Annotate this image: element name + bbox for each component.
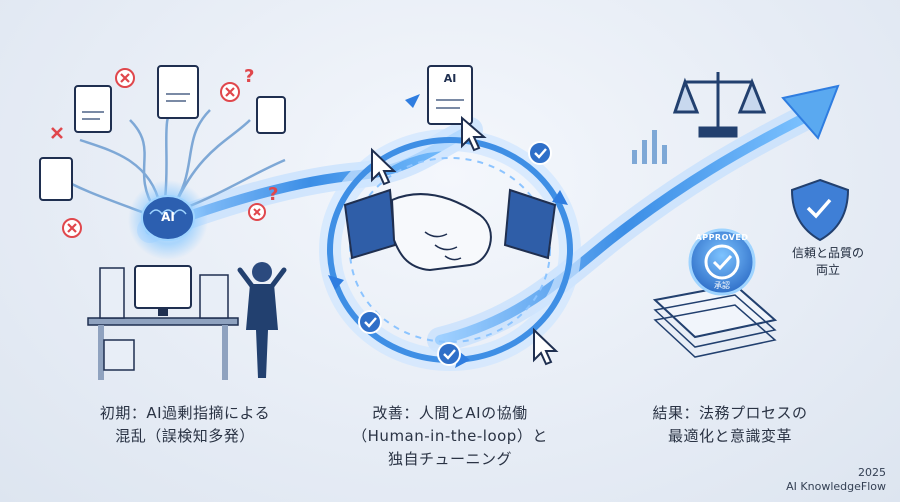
error-x-icon xyxy=(115,68,135,88)
shield-check-icon xyxy=(790,178,850,242)
doc-ai-label: AI xyxy=(443,72,457,85)
caption-stage-1: 初期：AI過剰指摘による 混乱（誤検知多発） xyxy=(70,402,300,448)
error-x-icon xyxy=(248,203,266,221)
brain-icon xyxy=(128,180,208,260)
document-icon xyxy=(157,65,199,119)
caption-line: （Human-in-the-loop）と xyxy=(352,427,548,445)
error-x-icon xyxy=(220,82,240,102)
approved-label: APPROVED xyxy=(695,233,749,242)
caption-line: 独自チューニング xyxy=(387,450,512,468)
check-icon xyxy=(437,342,461,366)
cursor-icon xyxy=(533,327,559,366)
caption-line: 混乱（誤検知多発） xyxy=(115,427,255,445)
question-icon: ? xyxy=(244,66,254,87)
caption-line: 結果：法務プロセスの xyxy=(652,404,808,422)
caption-line: 初期：AI過剰指摘による xyxy=(99,404,271,422)
desk xyxy=(87,267,239,380)
trust-line: 信頼と品質の xyxy=(791,246,864,260)
check-icon xyxy=(528,141,552,165)
svg-text:?: ? xyxy=(268,184,278,205)
svg-text:?: ? xyxy=(244,66,254,87)
caption-line: 改善：人間とAIの協働 xyxy=(372,404,528,422)
footer-brand: AI KnowledgeFlow xyxy=(786,480,886,493)
person-icon xyxy=(237,262,287,378)
question-icon: ? xyxy=(268,184,278,205)
approved-sub-label: 承認 xyxy=(714,281,730,290)
scale-icon xyxy=(672,72,767,138)
brain-label: AI xyxy=(161,210,175,224)
document-stack-icon xyxy=(652,283,778,358)
caption-line: 最適化と意識変革 xyxy=(667,427,792,445)
cursor-icon xyxy=(371,147,397,186)
computer-icon xyxy=(134,265,192,316)
handshake-icon xyxy=(343,188,557,272)
document-icon xyxy=(427,65,473,125)
trust-quality-label: 信頼と品質の 両立 xyxy=(778,245,878,279)
error-x-icon xyxy=(51,127,63,139)
caption-stage-3: 結果：法務プロセスの 最適化と意識変革 xyxy=(610,402,850,448)
approved-seal-icon xyxy=(688,228,756,296)
caption-stage-2: 改善：人間とAIの協働 （Human-in-the-loop）と 独自チューニン… xyxy=(330,402,570,471)
check-icon xyxy=(358,310,382,334)
error-x-icon xyxy=(62,218,82,238)
footer-year: 2025 xyxy=(858,466,886,479)
flow-arrowhead xyxy=(781,84,840,140)
document-icon xyxy=(256,96,286,134)
bar-chart-icon xyxy=(632,130,667,164)
cursor-icon xyxy=(461,115,487,152)
document-icon xyxy=(39,157,73,201)
footer: 2025 AI KnowledgeFlow xyxy=(786,466,886,494)
trust-line: 両立 xyxy=(815,263,840,277)
document-icon xyxy=(74,85,112,133)
